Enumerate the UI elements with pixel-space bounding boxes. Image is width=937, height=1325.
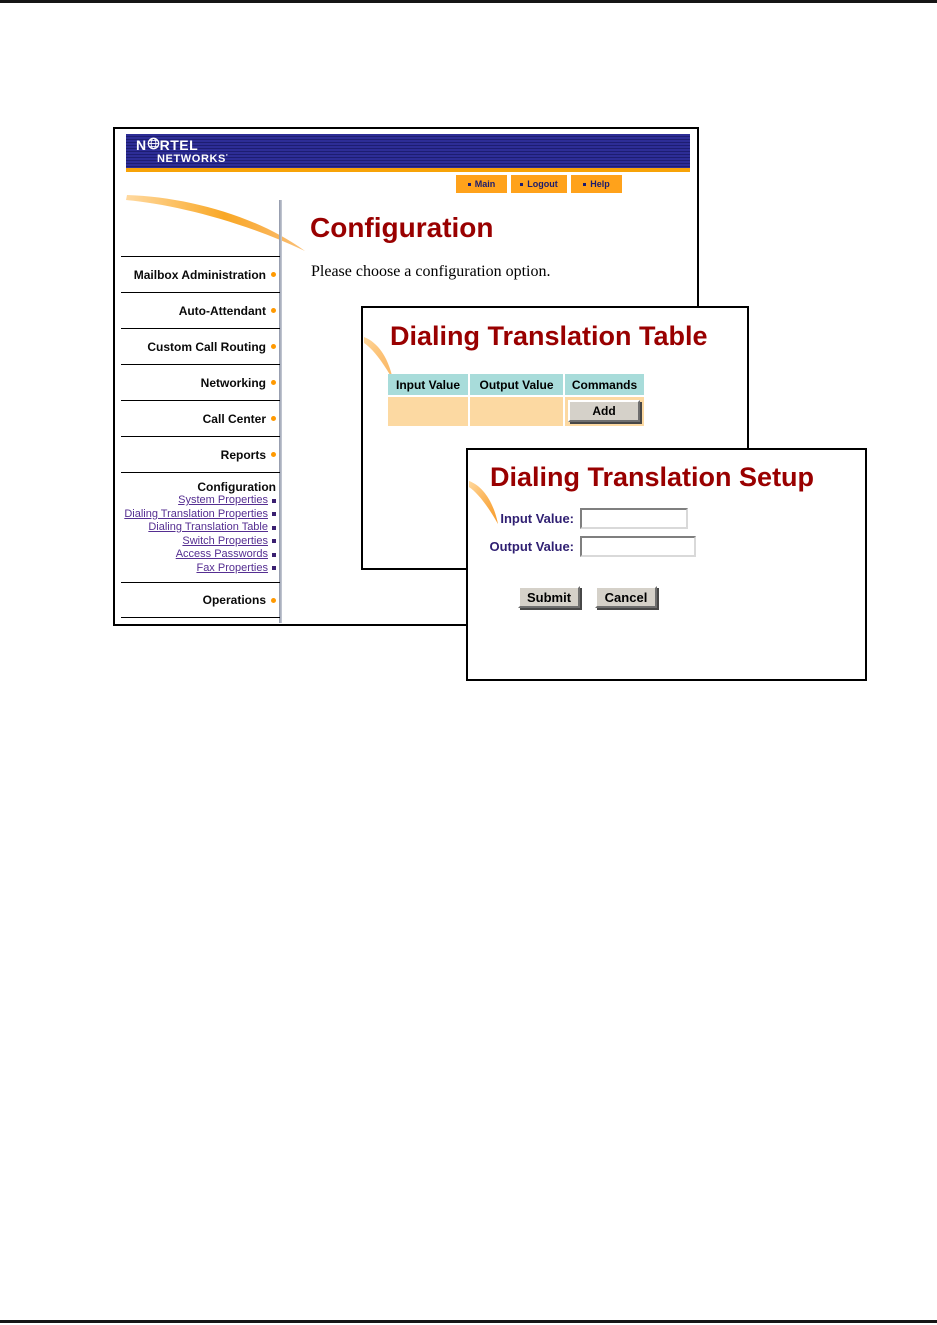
sidebar-item-mailbox-administration[interactable]: Mailbox Administration [121,257,280,293]
globe-icon [147,137,160,153]
page-bottom-rule [0,1320,937,1323]
add-button[interactable]: Add [568,400,640,422]
link-label[interactable]: Access Passwords [175,548,268,560]
configuration-section-header: Configuration [197,480,276,494]
square-bullet-icon [272,539,276,544]
output-value-label: Output Value: [489,539,575,554]
sidebar-item-label: Custom Call Routing [147,339,266,354]
orange-bullet-icon [271,272,276,277]
page-subtitle: Please choose a configuration option. [311,263,551,280]
page-title: Configuration [310,212,494,243]
logo-text-n: N [136,137,147,153]
input-value-row: Input Value: [468,508,688,529]
orange-bullet-icon [271,308,276,313]
table-cell-output-value [470,397,563,426]
logo-trademark: ' [225,154,229,161]
swoosh-graphic [468,478,502,533]
link-label[interactable]: Fax Properties [196,561,268,574]
input-value-label: Input Value: [500,511,574,526]
setup-button-row: Submit Cancel [518,586,657,608]
link-label[interactable]: Switch Properties [182,534,268,547]
link-label[interactable]: Dialing Translation Table [148,521,268,533]
orange-bullet-icon [271,380,276,385]
page-top-rule [0,0,937,3]
square-bullet-icon [272,552,276,557]
sidebar-item-label: Networking [200,375,266,390]
sidebar-item-label: Operations [202,593,266,607]
input-value-field[interactable] [580,508,688,529]
column-header-input-value: Input Value [388,374,468,395]
help-button-label: Help [590,179,610,189]
sidebar-link-switch-properties[interactable]: Switch Properties [182,535,276,549]
popup-title: Dialing Translation Table [390,321,708,351]
link-label[interactable]: Dialing Translation Properties [124,507,268,520]
cancel-button[interactable]: Cancel [595,586,657,608]
dialing-translation-setup-window: Dialing Translation Setup Input Value: O… [466,448,867,681]
sidebar-item-operations[interactable]: Operations [121,583,280,618]
logout-button[interactable]: Logout [511,175,567,193]
sidebar-item-label: Reports [220,447,266,462]
logout-button-label: Logout [527,179,558,189]
sidebar-item-label: Auto-Attendant [178,303,266,318]
orange-bullet-icon [271,416,276,421]
popup-title: Dialing Translation Setup [490,462,815,492]
table-cell-input-value [388,397,468,426]
main-button[interactable]: Main [456,175,507,193]
nav-bullet-icon [583,182,587,186]
sidebar-link-system-properties[interactable]: System Properties [178,494,276,508]
orange-bullet-icon [271,597,276,603]
swoosh-graphic [117,188,309,261]
output-value-row: Output Value: [468,536,696,557]
main-button-label: Main [474,179,496,189]
square-bullet-icon [272,512,276,517]
column-header-output-value: Output Value [470,374,563,395]
sidebar-item-auto-attendant[interactable]: Auto-Attendant [121,293,280,329]
table-cell-commands: Add [565,397,644,426]
sidebar-item-call-center[interactable]: Call Center [121,401,280,437]
nortel-banner: N RTEL NETWORKS' [126,134,690,172]
square-bullet-icon [272,566,276,571]
sidebar-item-custom-call-routing[interactable]: Custom Call Routing [121,329,280,365]
orange-bullet-icon [271,344,276,349]
sidebar-menu: Mailbox Administration Auto-Attendant Cu… [121,256,280,618]
nav-bullet-icon [520,182,524,186]
swoosh-graphic [363,334,397,389]
link-label[interactable]: System Properties [178,494,268,506]
sidebar-item-label: Mailbox Administration [133,267,266,282]
help-button[interactable]: Help [571,175,622,193]
sidebar-item-reports[interactable]: Reports [121,437,280,473]
nortel-networks-logo: N RTEL NETWORKS' [136,137,228,165]
nav-bullet-icon [467,182,471,186]
logo-text-rtel: RTEL [159,137,199,153]
sidebar-item-label: Call Center [202,411,266,426]
square-bullet-icon [272,525,276,530]
output-value-field[interactable] [580,536,696,557]
sidebar-configuration-section: Configuration System Properties Dialing … [121,473,280,583]
dialing-translation-table: Input Value Output Value Commands Add [388,374,644,426]
submit-button[interactable]: Submit [518,586,580,608]
column-header-commands: Commands [565,374,644,395]
sidebar-link-access-passwords[interactable]: Access Passwords [176,548,276,562]
sidebar-link-dialing-translation-properties[interactable]: Dialing Translation Properties [124,508,276,522]
sidebar-item-networking[interactable]: Networking [121,365,280,401]
sidebar-link-fax-properties[interactable]: Fax Properties [196,562,276,576]
square-bullet-icon [272,498,276,503]
sidebar-divider [279,200,282,623]
orange-bullet-icon [271,452,276,457]
sidebar-link-dialing-translation-table[interactable]: Dialing Translation Table [148,521,276,535]
top-nav-bar: Main Logout Help [456,175,622,193]
logo-text-networks: NETWORKS [157,153,226,165]
